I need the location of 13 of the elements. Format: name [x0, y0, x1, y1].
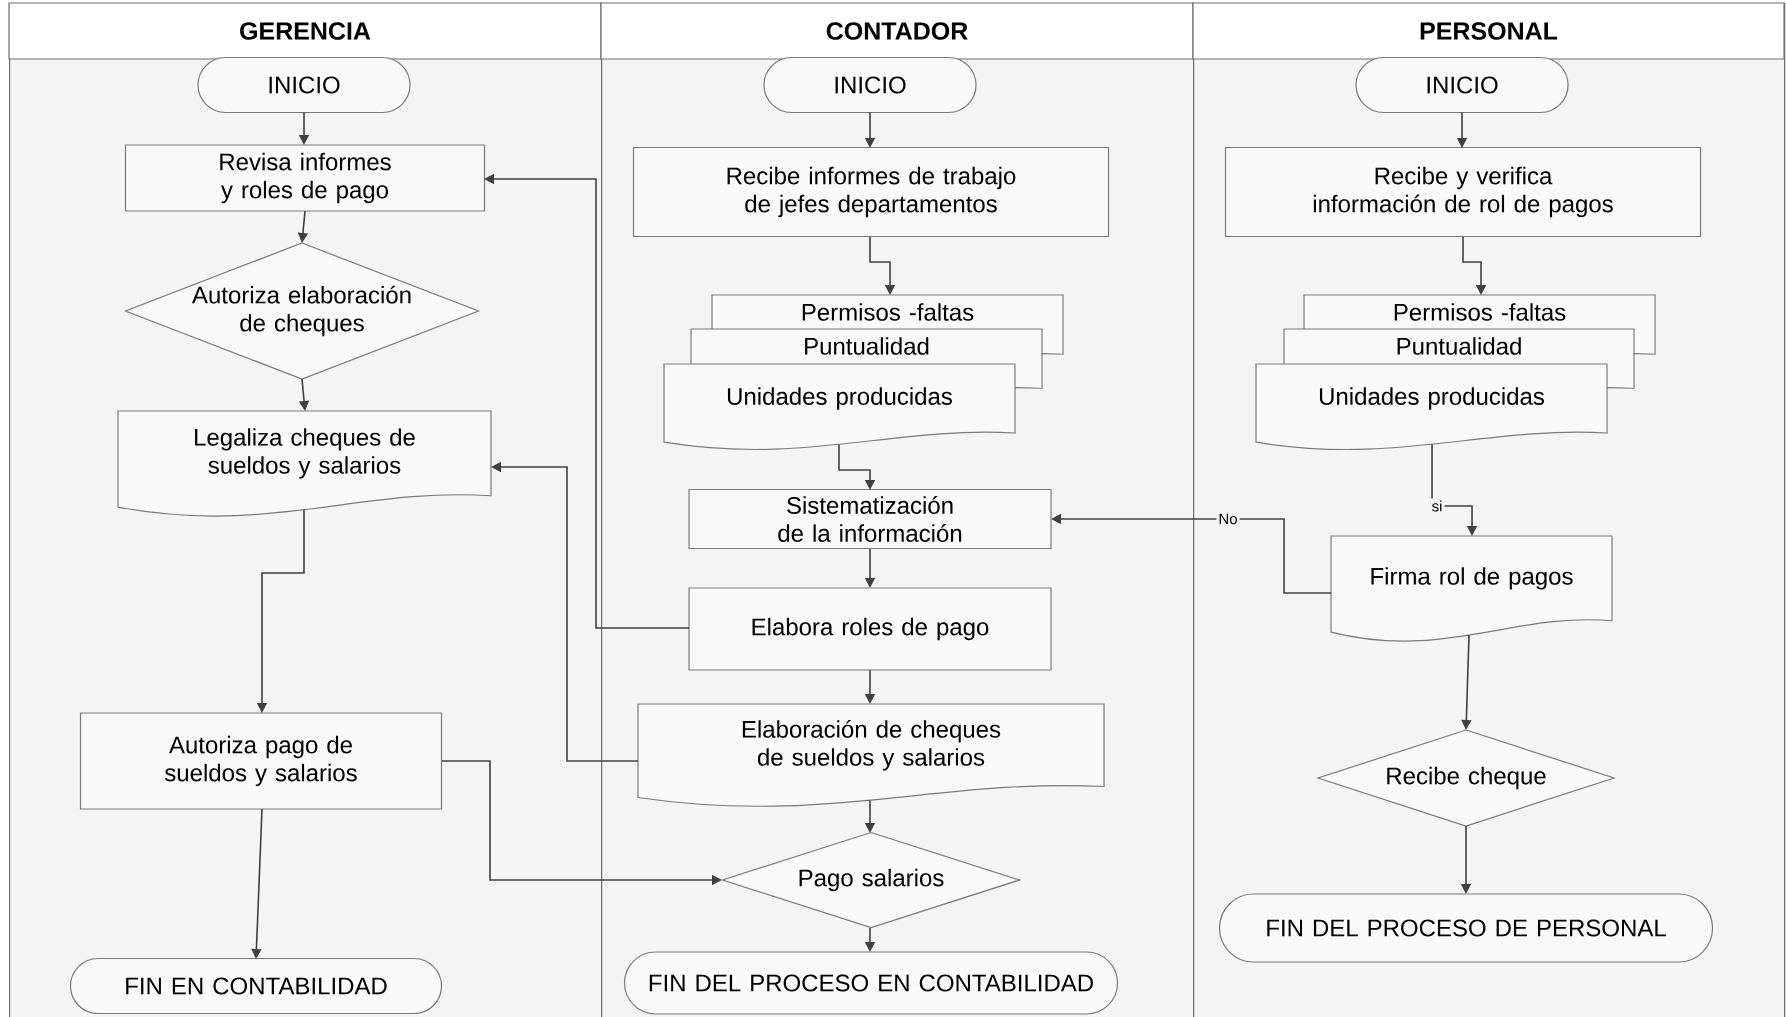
process-box: Sistematización de la información: [688, 488, 1052, 550]
process-box: Revisa informes y roles de pago: [124, 144, 486, 212]
arrow: [251, 808, 263, 959]
terminal-box: FIN EN CONTABILIDAD: [69, 957, 443, 1015]
terminal-box: INICIO: [763, 56, 977, 114]
process-box: Elabora roles de pago: [688, 587, 1052, 671]
terminal-box: INICIO: [1355, 56, 1569, 114]
process-box: Autoriza pago de sueldos y salarios: [79, 712, 443, 810]
terminal-box: INICIO: [197, 56, 411, 114]
terminal-box: FIN DEL PROCESO DE PERSONAL: [1218, 893, 1714, 963]
terminal-box: FIN DEL PROCESO EN CONTABILIDAD: [623, 951, 1119, 1015]
process-box: Recibe y verifica información de rol de pagos: [1224, 146, 1702, 238]
process-box: Recibe informes de trabajo de jefes departamentos: [632, 146, 1110, 238]
